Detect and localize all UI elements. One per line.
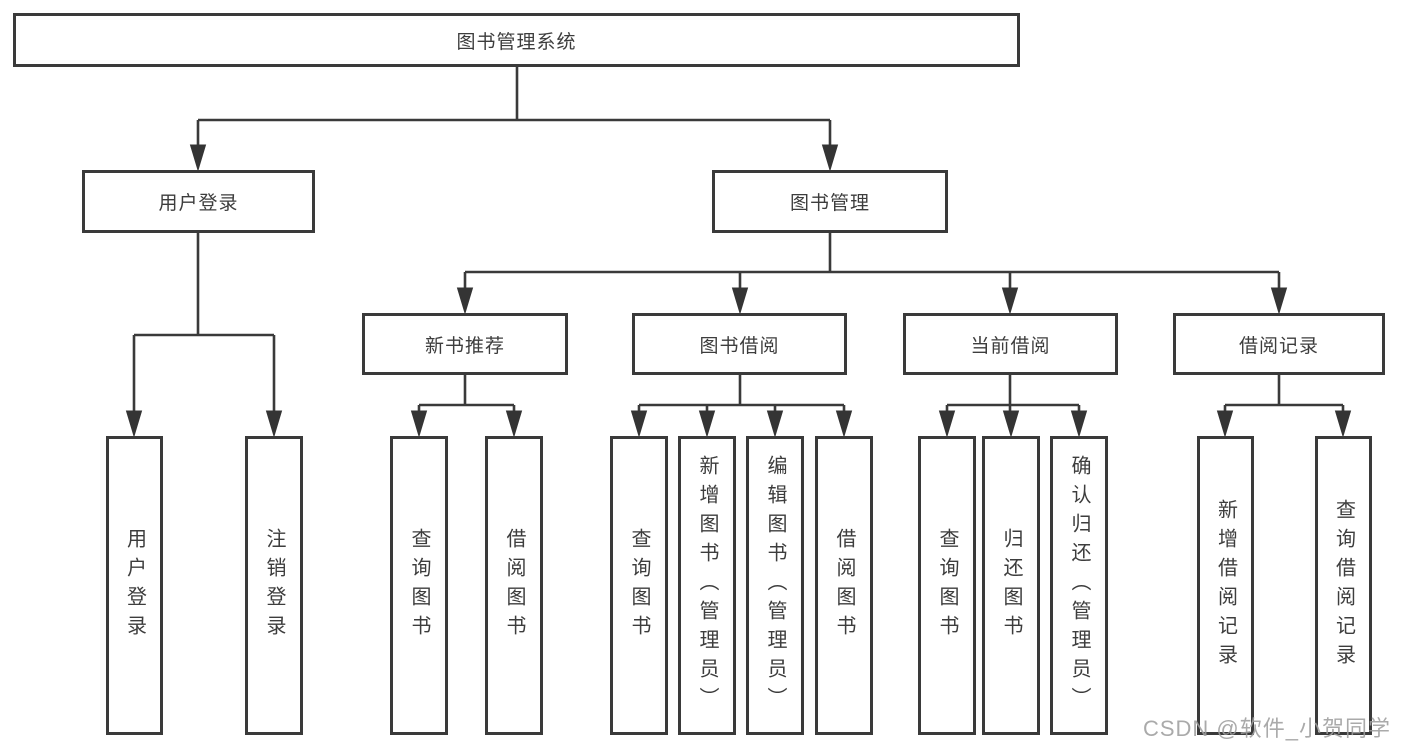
- leaf-query-borrow-record: 查询借阅记录: [1315, 436, 1372, 735]
- leaf-logout: 注销登录: [245, 436, 303, 735]
- group-borrow-records: 借阅记录: [1173, 313, 1385, 375]
- leaf-confirm-return-admin: 确认归还（管理员）: [1050, 436, 1108, 735]
- connector-root-to-level2: [196, 67, 832, 164]
- leaf-label: 编辑图书（管理员）: [764, 455, 786, 716]
- branch-book-management: 图书管理: [712, 170, 948, 233]
- watermark: CSDN @软件_小贺同学: [1142, 716, 1391, 741]
- root-box-label: 图书管理系统: [456, 31, 577, 53]
- leaf-label: 新增借阅记录: [1214, 498, 1237, 673]
- leaf-label: 新增图书（管理员）: [696, 455, 718, 716]
- leaf-label: 查询图书: [408, 527, 430, 644]
- branch-user-login: 用户登录: [82, 170, 315, 233]
- leaf-query-books: 查询图书: [610, 436, 668, 735]
- leaf-return-books: 归还图书: [982, 436, 1040, 735]
- leaf-label: 用户登录: [123, 527, 146, 644]
- leaf-user-login: 用户登录: [106, 436, 163, 735]
- connector-book-mgmt-to-groups: [463, 233, 1281, 307]
- connector-borrow-records-to-leaves: [1223, 375, 1345, 430]
- group-new-book-recommend: 新书推荐: [362, 313, 568, 375]
- leaf-label: 查询图书: [936, 527, 958, 644]
- leaf-query-books: 查询图书: [918, 436, 976, 735]
- branch-label: 图书管理: [789, 193, 870, 214]
- leaf-add-book-admin: 新增图书（管理员）: [678, 436, 736, 735]
- connector-new-books-to-leaves: [417, 375, 516, 430]
- group-book-borrow: 图书借阅: [632, 313, 847, 375]
- branch-label: 用户登录: [158, 193, 239, 214]
- group-label: 新书推荐: [424, 335, 505, 357]
- connector-user-login-to-leaves: [132, 233, 276, 430]
- root-box-library-system: 图书管理系统: [13, 13, 1020, 67]
- leaf-add-borrow-record: 新增借阅记录: [1197, 436, 1254, 735]
- leaf-label: 查询借阅记录: [1332, 498, 1355, 673]
- leaf-label: 查询图书: [628, 527, 650, 644]
- leaf-label: 归还图书: [1000, 527, 1022, 644]
- leaf-borrow-books: 借阅图书: [815, 436, 873, 735]
- leaf-label: 确认归还（管理员）: [1068, 455, 1090, 716]
- leaf-label: 注销登录: [263, 527, 285, 644]
- leaf-borrow-books: 借阅图书: [485, 436, 543, 735]
- leaf-label: 借阅图书: [833, 527, 855, 644]
- group-label: 当前借阅: [970, 335, 1051, 357]
- group-label: 图书借阅: [699, 335, 780, 357]
- leaf-label: 借阅图书: [503, 527, 525, 644]
- leaf-query-books: 查询图书: [390, 436, 448, 735]
- group-label: 借阅记录: [1238, 335, 1319, 357]
- connector-book-borrow-to-leaves: [637, 375, 846, 430]
- group-current-borrow: 当前借阅: [903, 313, 1118, 375]
- arrowheads: [125, 144, 1352, 438]
- leaf-edit-book-admin: 编辑图书（管理员）: [746, 436, 804, 735]
